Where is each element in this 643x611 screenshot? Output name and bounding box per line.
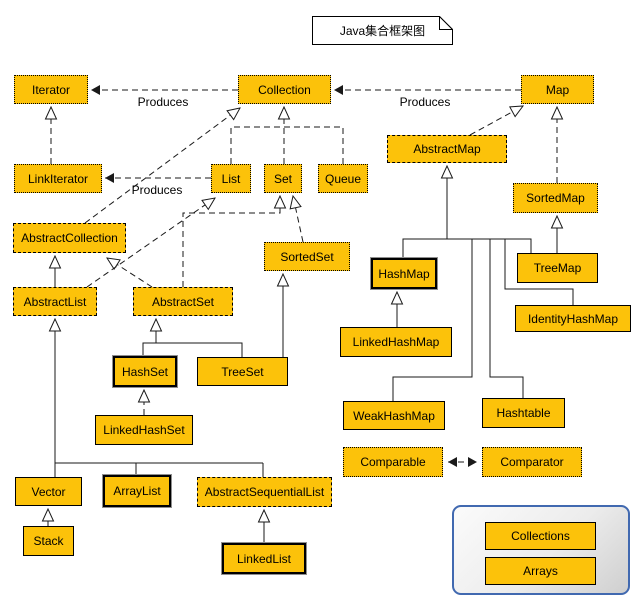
title-note-shape	[312, 16, 453, 45]
node-hashmap[interactable]: HashMap	[371, 258, 437, 289]
node-linkiterator[interactable]: LinkIterator	[14, 164, 102, 193]
node-linkedhashset[interactable]: LinkedHashSet	[95, 415, 193, 445]
edge-label-produces-right: Produces	[399, 95, 451, 109]
edge-sortedset-extends-set	[293, 196, 304, 243]
edge-abstractset-extends-abstractcollection	[107, 258, 153, 288]
node-list[interactable]: List	[211, 164, 251, 193]
node-queue[interactable]: Queue	[318, 164, 368, 193]
diagram-title: Java集合框架图	[339, 24, 426, 38]
edge-collection-children-bus	[230, 126, 344, 164]
edge-abstractmap-implements-map	[469, 106, 523, 136]
node-comparator[interactable]: Comparator	[482, 447, 582, 477]
node-sortedmap[interactable]: SortedMap	[513, 183, 598, 213]
node-hashtable[interactable]: Hashtable	[482, 398, 565, 428]
node-map[interactable]: Map	[521, 75, 594, 104]
edge-branch-weakhashmap	[392, 239, 473, 401]
node-sortedset[interactable]: SortedSet	[264, 242, 350, 271]
node-abstractsequentiallist[interactable]: AbstractSequentialList	[197, 477, 332, 507]
edge-abstractlist-implements-list	[86, 198, 215, 288]
node-collection[interactable]: Collection	[238, 75, 331, 104]
node-identityhashmap[interactable]: IdentityHashMap	[515, 305, 631, 332]
edge-branch-identityhashmap	[504, 239, 574, 305]
edge-abstractcollection-implements-collection	[84, 108, 240, 224]
node-weakhashmap[interactable]: WeakHashMap	[343, 401, 445, 430]
node-collections-utility[interactable]: Collections	[485, 522, 596, 550]
node-arraylist[interactable]: ArrayList	[103, 475, 171, 507]
node-abstractlist[interactable]: AbstractList	[13, 287, 97, 316]
node-stack[interactable]: Stack	[23, 526, 74, 556]
node-hashset[interactable]: HashSet	[113, 356, 177, 387]
node-vector[interactable]: Vector	[15, 477, 82, 506]
node-linkedlist[interactable]: LinkedList	[222, 543, 306, 574]
node-iterator[interactable]: Iterator	[14, 75, 88, 104]
node-treemap[interactable]: TreeMap	[517, 253, 598, 283]
edge-label-produces-left: Produces	[137, 95, 189, 109]
node-comparable[interactable]: Comparable	[343, 447, 443, 477]
node-set[interactable]: Set	[264, 164, 302, 193]
node-abstractcollection[interactable]: AbstractCollection	[13, 223, 126, 253]
node-arrays-utility[interactable]: Arrays	[485, 557, 596, 585]
node-treeset[interactable]: TreeSet	[197, 357, 288, 386]
node-abstractset[interactable]: AbstractSet	[133, 287, 233, 316]
edge-abstractmap-children-bus	[402, 238, 532, 258]
edge-abstractset-children-bus	[142, 342, 243, 357]
edge-label-produces-middle: Produces	[131, 183, 183, 197]
edge-abstractset-implements-set	[182, 196, 280, 287]
node-linkedhashmap[interactable]: LinkedHashMap	[340, 327, 452, 357]
edge-branch-hashtable	[489, 239, 524, 398]
node-abstractmap[interactable]: AbstractMap	[387, 135, 507, 163]
